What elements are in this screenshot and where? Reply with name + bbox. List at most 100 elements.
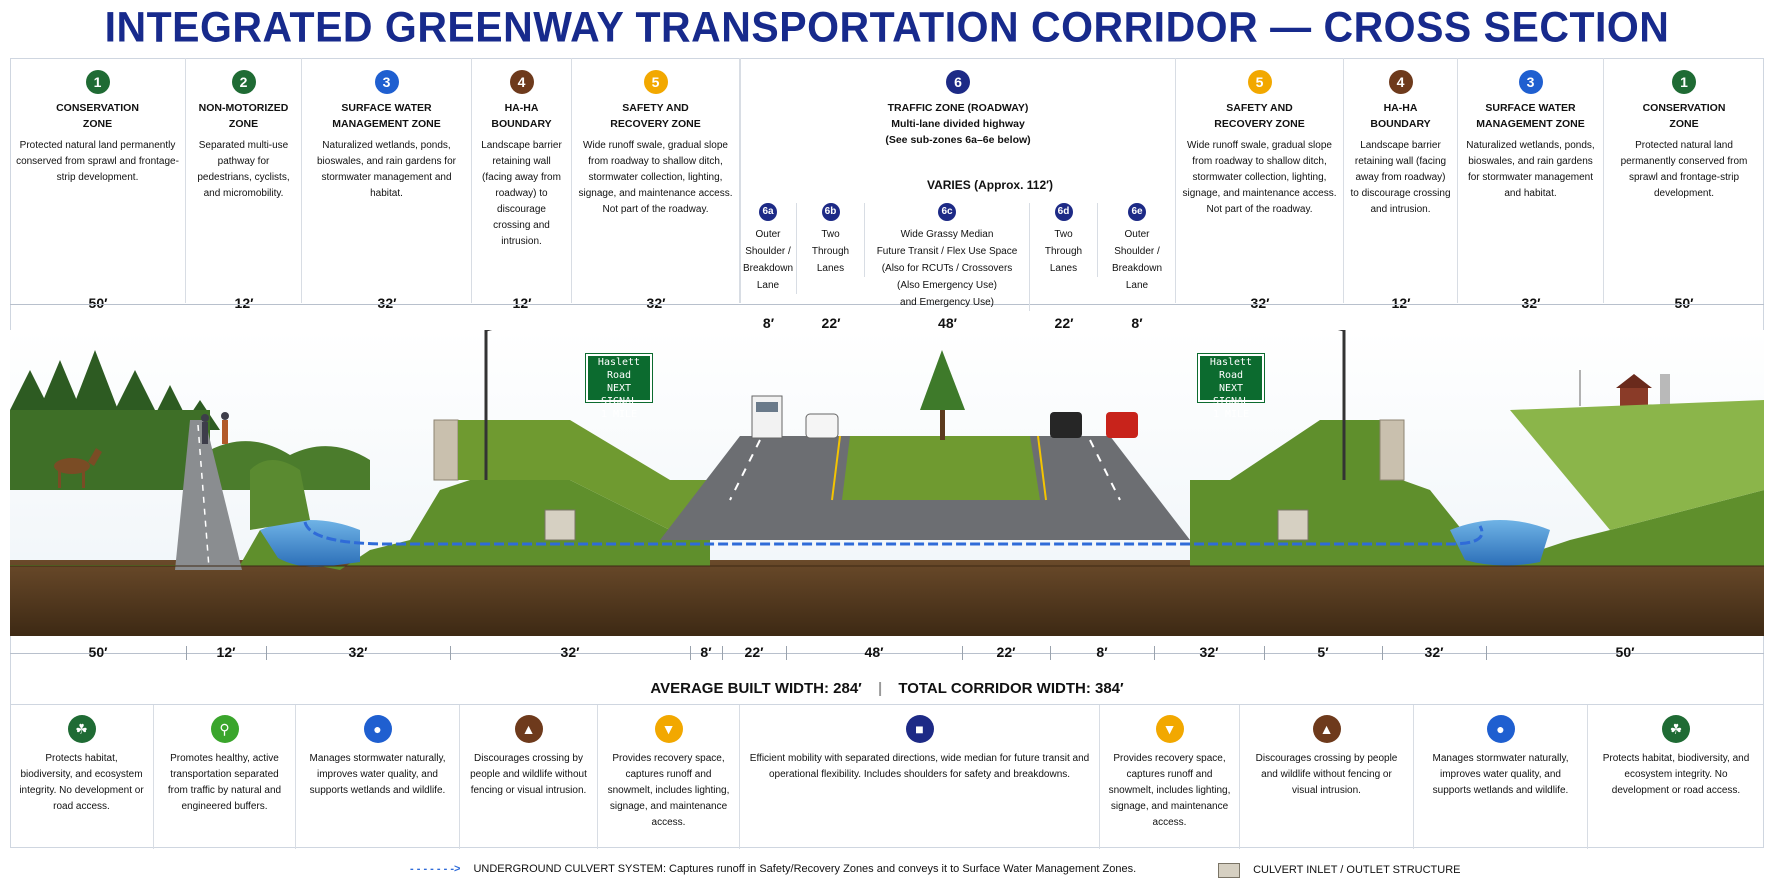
- left-pond: [260, 520, 360, 567]
- zone-name: CONSERVATION ZONE: [56, 102, 139, 130]
- zone-description: Wide runoff swale, gradual slope from ro…: [578, 140, 733, 215]
- subzone-badge: 6a: [759, 203, 777, 221]
- subzone-badge: 6c: [938, 203, 956, 221]
- zone-number-badge: 1: [1672, 70, 1696, 94]
- zone-number-badge: 5: [643, 70, 668, 94]
- zone-3: 3 SURFACE WATER MANAGEMENT ZONE Naturali…: [302, 58, 472, 303]
- culvert-pipe: [303, 521, 1484, 546]
- zone-description: Separated multi-use pathway for pedestri…: [197, 140, 290, 199]
- zone-width-label: 12′: [234, 295, 254, 311]
- top-dimension-line: [10, 304, 1764, 305]
- bottom-dimension-line: [10, 653, 1764, 654]
- dimension-tick: [962, 646, 963, 660]
- subzone-width-label: 22′: [1054, 315, 1074, 331]
- subzone-label: Outer Shoulder / Breakdown Lane: [742, 229, 794, 291]
- median-tree: [920, 350, 965, 440]
- subzone-width-label: 8′: [1131, 315, 1143, 331]
- dimension-tick: [1382, 646, 1383, 660]
- culvert-legend-text: UNDERGROUND CULVERT SYSTEM: Captures run…: [473, 863, 1137, 875]
- benefit-4: ▲ Discourages crossing by people and wil…: [460, 705, 598, 849]
- right-terrain: [1190, 420, 1764, 566]
- zone-number-badge: 6: [946, 70, 970, 94]
- zone-width-label: 32′: [646, 295, 666, 311]
- dimension-tick: [186, 646, 187, 660]
- benefit-10: ☘ Protects habitat, biodiversity, and ec…: [1588, 705, 1764, 849]
- farm-buildings: [1579, 370, 1670, 406]
- zone-name: HA-HA BOUNDARY: [1370, 102, 1431, 130]
- zone-9: 3 SURFACE WATER MANAGEMENT ZONE Naturali…: [1458, 58, 1604, 303]
- dimension-tick: [1486, 646, 1487, 660]
- subzone-badge: 6b: [821, 203, 840, 221]
- deer-figure: [54, 448, 102, 488]
- page-title: INTEGRATED GREENWAY TRANSPORTATION CORRI…: [104, 2, 1670, 52]
- zone-5: 5 SAFETY AND RECOVERY ZONE Wide runoff s…: [572, 58, 740, 303]
- subzone-6a: 6a Outer Shoulder / Breakdown Lane: [740, 203, 797, 294]
- bottom-dimension-label: 12′: [216, 644, 236, 660]
- shield-icon: ▼: [654, 715, 683, 743]
- benefit-text: Efficient mobility with separated direct…: [749, 753, 1090, 780]
- subzone-width-label: 8′: [762, 315, 775, 331]
- zone-width-label: 50′: [88, 295, 108, 311]
- pedestrians: [201, 412, 229, 444]
- subzone-label: Two Through Lanes: [1044, 229, 1083, 274]
- zone-number-badge: 1: [85, 70, 110, 94]
- right-pond: [1450, 520, 1550, 566]
- bottom-dimension-label: 8′: [1096, 644, 1108, 660]
- bottom-dimension-label: 50′: [1615, 644, 1635, 660]
- multi-use-path: [175, 420, 242, 570]
- bottom-dimension-label: 22′: [996, 644, 1016, 660]
- zone-description: Protected natural land permanently conse…: [1620, 140, 1748, 199]
- white-car: [805, 413, 839, 439]
- zone-name: SAFETY AND RECOVERY ZONE: [610, 102, 701, 130]
- subzone-label: Outer Shoulder / Breakdown Lane: [1111, 229, 1163, 291]
- bottom-dimension-label: 32′: [1199, 644, 1219, 660]
- cross-section-svg: [10, 330, 1764, 636]
- zone-name: CONSERVATION ZONE: [1642, 102, 1726, 130]
- benefit-text: Promotes healthy, active transportation …: [167, 753, 282, 812]
- bottom-dimension-row: 50′12′32′32′8′22′48′22′8′32′5′32′50′: [10, 640, 1764, 670]
- dimension-tick: [1154, 646, 1155, 660]
- zone-number-badge: 4: [509, 70, 534, 94]
- sign-line-2: NEXT SIGNAL: [600, 383, 638, 407]
- zone-7: 5 SAFETY AND RECOVERY ZONE Wide runoff s…: [1176, 58, 1344, 303]
- zone-6: 6 TRAFFIC ZONE (ROADWAY) Multi-lane divi…: [740, 58, 1176, 303]
- wall-icon: ▲: [514, 715, 543, 743]
- soil-layer: [10, 560, 1764, 636]
- right-haha-wall: [1379, 419, 1405, 481]
- cross-section-illustration: Haslett Road NEXT SIGNAL 1 MILE Haslett …: [10, 330, 1764, 636]
- dimension-tick: [1264, 646, 1265, 660]
- dimension-tick: [690, 646, 691, 660]
- subzone-6c: 6c Wide Grassy Median Future Transit / F…: [865, 203, 1030, 311]
- benefit-9: ● Manages stormwater naturally, improves…: [1414, 705, 1588, 849]
- bottom-dimension-label: 48′: [864, 644, 884, 660]
- zone-width-label: 50′: [1674, 295, 1694, 311]
- sign-line-1: Haslett Road: [1209, 357, 1253, 381]
- subzone-badge: 6d: [1054, 203, 1073, 221]
- benefit-text: Manages stormwater naturally, improves w…: [1432, 753, 1569, 796]
- right-culvert-inlet: [1277, 509, 1309, 541]
- zone-description: Wide runoff swale, gradual slope from ro…: [1182, 140, 1337, 215]
- zone-1: 1 CONSERVATION ZONE Protected natural la…: [10, 58, 186, 303]
- culvert-inlet-icon: [1218, 863, 1240, 878]
- bottom-dimension-label: 22′: [744, 644, 764, 660]
- dimension-tick: [786, 646, 787, 660]
- sign-line-3: 1 MILE: [600, 409, 638, 420]
- water-drop-icon: ●: [1486, 715, 1515, 743]
- zone-name: SAFETY AND RECOVERY ZONE: [1214, 102, 1305, 130]
- inlet-legend: CULVERT INLET / OUTLET STRUCTURE: [1218, 863, 1460, 878]
- zone-width-label: 32′: [1250, 295, 1270, 311]
- dimension-tick: [266, 646, 267, 660]
- bottom-dimension-label: 32′: [348, 644, 368, 660]
- subzone-6e: 6e Outer Shoulder / Breakdown Lane: [1098, 203, 1176, 294]
- bicycle-icon: ⚲: [210, 715, 239, 743]
- built-width: AVERAGE BUILT WIDTH: 284′: [650, 680, 862, 697]
- sign-line-3: 1 MILE: [1212, 409, 1250, 420]
- zone-description: Landscape barrier retaining wall (facing…: [481, 140, 562, 247]
- benefit-text: Discourages crossing by people and wildl…: [1255, 753, 1398, 796]
- bottom-dimension-label: 8′: [700, 644, 712, 660]
- sign-line-2: NEXT SIGNAL: [1212, 383, 1250, 407]
- benefit-1: ☘ Protects habitat, biodiversity, and ec…: [10, 705, 154, 849]
- zone-width-label: 12′: [512, 295, 532, 311]
- benefit-text: Protects habitat, biodiversity, and ecos…: [1602, 753, 1750, 796]
- zone-8: 4 HA-HA BOUNDARY Landscape barrier retai…: [1344, 58, 1458, 303]
